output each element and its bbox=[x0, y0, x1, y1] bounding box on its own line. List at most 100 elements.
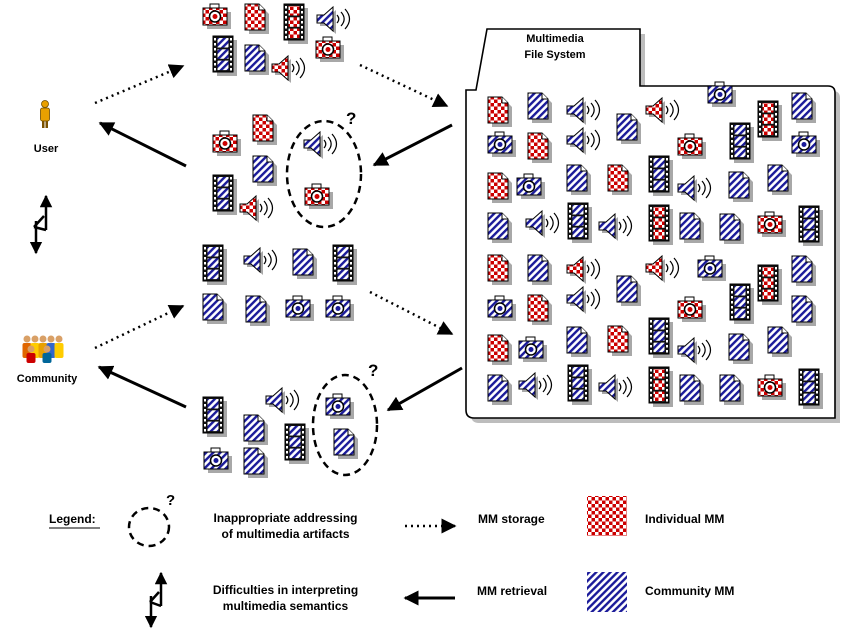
document-icon bbox=[487, 334, 512, 365]
document-icon bbox=[728, 171, 753, 202]
speaker-icon bbox=[316, 5, 351, 34]
document-icon bbox=[292, 248, 317, 279]
legend-inappropriate-line1: Inappropriate addressing bbox=[213, 511, 358, 525]
question-mark-user: ? bbox=[346, 109, 357, 128]
legend-swatches bbox=[587, 496, 627, 612]
document-icon bbox=[527, 132, 552, 163]
speaker-icon bbox=[677, 174, 712, 203]
film-icon bbox=[567, 202, 592, 243]
film-icon bbox=[798, 205, 823, 246]
film-icon bbox=[648, 317, 673, 358]
folder-title-line1: Multimedia bbox=[526, 33, 584, 45]
document-icon bbox=[607, 164, 632, 195]
dashed-ellipse-community bbox=[311, 373, 379, 477]
film-icon bbox=[202, 396, 227, 437]
film-icon bbox=[567, 364, 592, 405]
retrieval-arrow-to-user bbox=[98, 121, 187, 168]
camera-icon bbox=[757, 211, 786, 237]
document-icon bbox=[616, 113, 641, 144]
speaker-icon bbox=[566, 96, 601, 125]
retrieval-arrow-from-fs-2 bbox=[386, 366, 463, 412]
camera-icon bbox=[707, 81, 736, 107]
speaker-icon bbox=[243, 246, 278, 275]
speaker-icon bbox=[566, 285, 601, 314]
film-icon bbox=[284, 423, 309, 464]
dashed-ellipse-legend bbox=[127, 506, 171, 548]
zigzag-symbol-legend bbox=[144, 571, 168, 629]
speaker-icon bbox=[677, 336, 712, 365]
film-icon bbox=[757, 100, 782, 141]
document-icon bbox=[679, 212, 704, 243]
document-icon bbox=[607, 325, 632, 356]
retrieval-arrow-to-community bbox=[97, 365, 187, 409]
document-icon bbox=[252, 155, 277, 186]
document-icon bbox=[728, 333, 753, 364]
document-icon bbox=[791, 92, 816, 123]
document-icon bbox=[566, 164, 591, 195]
document-icon bbox=[719, 374, 744, 405]
document-icon bbox=[244, 3, 269, 34]
legend-community-mm: Community MM bbox=[645, 584, 735, 598]
document-icon bbox=[527, 294, 552, 325]
document-icon bbox=[487, 212, 512, 243]
document-icon bbox=[487, 254, 512, 285]
storage-arrow-user-down bbox=[359, 63, 449, 108]
document-icon bbox=[487, 374, 512, 405]
camera-icon bbox=[677, 296, 706, 322]
film-icon bbox=[212, 35, 237, 76]
document-icon bbox=[487, 172, 512, 203]
user-icon bbox=[40, 100, 50, 128]
film-icon bbox=[648, 204, 673, 245]
user-label: User bbox=[33, 143, 59, 155]
document-icon bbox=[243, 414, 268, 445]
legend-individual-mm: Individual MM bbox=[645, 512, 725, 526]
camera-icon bbox=[791, 131, 820, 157]
camera-icon bbox=[516, 173, 545, 199]
storage-arrow-community-down bbox=[369, 290, 454, 336]
camera-icon bbox=[202, 3, 231, 29]
film-icon bbox=[202, 244, 227, 285]
question-mark-community: ? bbox=[368, 361, 379, 380]
document-icon bbox=[719, 213, 744, 244]
document-icon bbox=[243, 447, 268, 478]
document-icon bbox=[202, 293, 227, 324]
document-icon bbox=[527, 92, 552, 123]
zigzag-symbol-actors bbox=[29, 194, 53, 255]
speaker-icon bbox=[598, 373, 633, 402]
legend-mm-storage: MM storage bbox=[478, 512, 545, 526]
film-icon bbox=[729, 283, 754, 324]
document-icon bbox=[245, 295, 270, 326]
camera-icon bbox=[325, 295, 354, 321]
film-icon bbox=[332, 244, 357, 285]
inappropriate-addressing-ellipses bbox=[127, 119, 379, 548]
speaker-icon bbox=[645, 96, 680, 125]
community-label: Community bbox=[16, 373, 78, 385]
folder-title-line2: File System bbox=[524, 49, 586, 61]
camera-icon bbox=[285, 295, 314, 321]
legend-heading: Legend: bbox=[49, 512, 96, 526]
camera-icon bbox=[487, 295, 516, 321]
camera-icon bbox=[315, 36, 344, 62]
document-icon bbox=[679, 374, 704, 405]
camera-icon bbox=[697, 255, 726, 281]
film-icon bbox=[283, 3, 308, 44]
legend-difficulties-line1: Difficulties in interpreting bbox=[212, 583, 359, 597]
speaker-icon bbox=[303, 130, 338, 159]
film-icon bbox=[648, 155, 673, 196]
camera-icon bbox=[325, 393, 354, 419]
document-icon bbox=[566, 326, 591, 357]
retrieval-arrows bbox=[97, 121, 463, 412]
document-icon bbox=[333, 428, 358, 459]
legend-arrows bbox=[403, 518, 457, 606]
document-icon bbox=[487, 96, 512, 127]
legend-inappropriate-line2: of multimedia artifacts bbox=[221, 527, 350, 541]
camera-icon bbox=[487, 131, 516, 157]
film-icon bbox=[798, 368, 823, 409]
question-mark-legend: ? bbox=[166, 492, 176, 509]
film-icon bbox=[648, 366, 673, 407]
camera-icon bbox=[677, 133, 706, 159]
camera-icon bbox=[203, 447, 232, 473]
film-icon bbox=[757, 264, 782, 305]
interpretation-zigzags bbox=[29, 194, 168, 629]
